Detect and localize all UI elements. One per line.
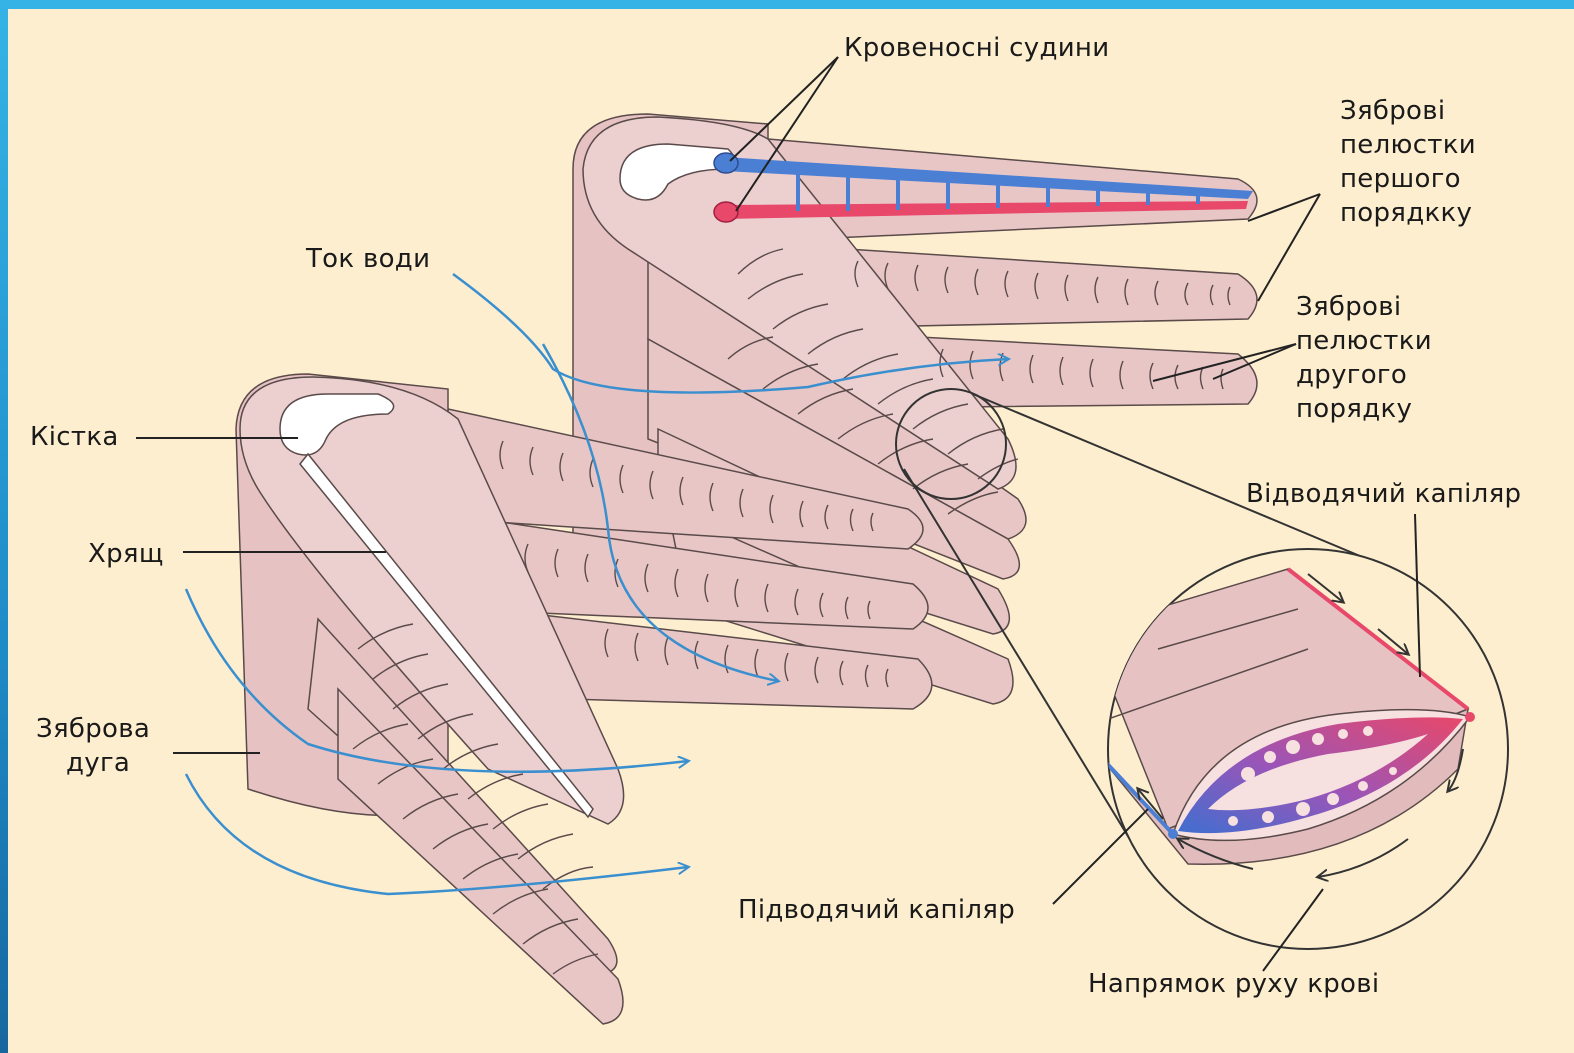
label-afferent-capillary: Підводячий капіляр — [738, 895, 1015, 925]
label-bone: Кістка — [30, 422, 119, 452]
label-water-flow: Ток води — [305, 244, 430, 274]
label-blood-vessels: Кровеносні судини — [844, 33, 1109, 63]
gill-diagram: Кровеносні судини Зяброві пелюстки першо… — [8, 9, 1574, 1053]
label-gill-arch: Зяброва дуга — [36, 714, 159, 778]
label-secondary-lamellae: Зяброві пелюстки другого порядку — [1296, 292, 1441, 424]
artery-opening — [714, 202, 738, 222]
label-blood-flow-direction: Напрямок руху крові — [1088, 969, 1379, 999]
label-cartilage: Хрящ — [88, 539, 164, 569]
diagram-canvas: Кровеносні судини Зяброві пелюстки першо… — [8, 9, 1574, 1053]
label-efferent-capillary: Відводячий капіляр — [1246, 479, 1521, 509]
label-primary-lamellae: Зяброві пелюстки першого порядкку — [1340, 96, 1485, 228]
